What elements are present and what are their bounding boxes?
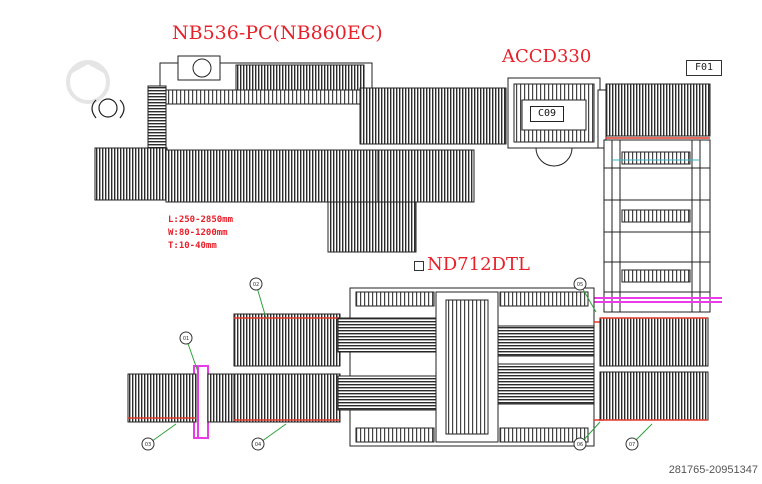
reference-number: 281765-20951347: [668, 464, 758, 476]
infeed-conveyor: [94, 147, 168, 201]
callout-number: 02: [253, 282, 259, 288]
callout-number: 07: [629, 442, 635, 448]
lower-right-conveyors: [599, 317, 709, 421]
accd330-unit: [507, 77, 607, 167]
right-vertical-transfer: [603, 139, 711, 313]
top-machine-label: NB536-PC(NB860EC): [172, 22, 383, 44]
watermark-logo: [66, 59, 110, 104]
edge-bander-top: [147, 55, 373, 149]
spec-width: W:80-1200mm: [168, 228, 228, 238]
bottom-machine-label: ND712DTL: [427, 254, 530, 275]
callout-markers: 01 02 03 04 05 06 07: [141, 277, 653, 451]
label-checkbox-icon: [414, 261, 424, 271]
callout-number: 04: [255, 442, 261, 448]
callout-circle: [179, 331, 193, 345]
callout-number: 03: [145, 442, 151, 448]
right-machine-label: ACCD330: [502, 46, 592, 67]
spec-thickness: T:10-40mm: [168, 241, 217, 251]
callout-number: 01: [183, 336, 189, 342]
panel-specifications: L:250-2850mm W:80-1200mm T:10-40mm: [168, 214, 233, 253]
callout-number: 05: [577, 282, 583, 288]
frame-code-box: F01: [686, 60, 722, 76]
callout-circle: [141, 437, 155, 451]
callout-number: 06: [577, 442, 583, 448]
station-code-box: C09: [530, 106, 564, 122]
callout-circle: [251, 437, 265, 451]
callout-circle: [625, 437, 639, 451]
right-top-conveyor: [605, 83, 711, 139]
part-symbol: [91, 98, 125, 119]
lower-left-conveyors: [127, 313, 341, 423]
callout-circle: [573, 437, 587, 451]
spec-length: L:250-2850mm: [168, 215, 234, 225]
callout-circle: [249, 277, 263, 291]
nd712dtl-machine: [337, 287, 604, 447]
callout-circle: [573, 277, 587, 291]
upper-main-conveyor: [165, 87, 507, 253]
